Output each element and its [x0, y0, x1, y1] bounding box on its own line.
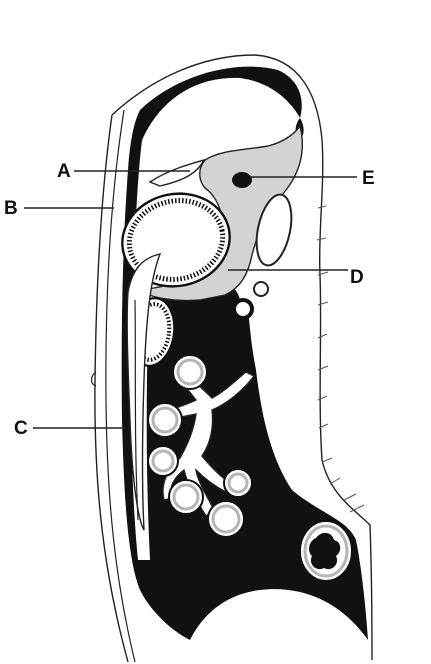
surface-bristles: [316, 205, 365, 513]
label-e: E: [362, 168, 375, 189]
vessel-ring-light: [253, 281, 269, 297]
large-oval-beaded-rim: [126, 198, 226, 282]
vessel-ring-dark: [232, 298, 254, 320]
label-b: B: [4, 198, 18, 219]
channel-c-inner-line: [134, 299, 139, 521]
fold-a: [148, 158, 206, 187]
white-oval-right: [255, 193, 293, 267]
black-dot-e: [232, 172, 252, 188]
label-d: D: [350, 267, 364, 288]
outer-body-outline: [111, 54, 373, 661]
outer-wall-line-left: [105, 109, 136, 663]
grey-ringed-cells: [147, 354, 253, 538]
bottom-right-cell-core: [309, 532, 341, 570]
label-a: A: [57, 161, 71, 182]
label-c: C: [14, 418, 28, 439]
outer-body-outline-left: [94, 114, 129, 663]
small-oval-beaded-rim: [132, 302, 172, 362]
bump-left: [90, 371, 97, 387]
bottom-right-cell-ring: [303, 524, 349, 578]
